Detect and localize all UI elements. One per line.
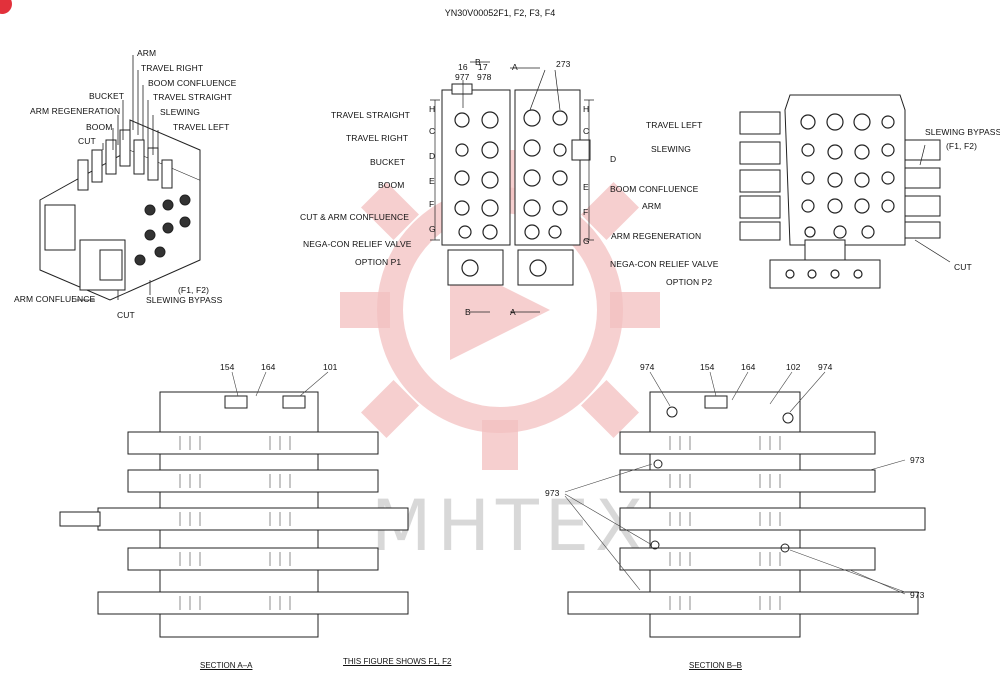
front-right-label: TRAVEL LEFT (646, 120, 703, 130)
callout-17: 17 (478, 62, 488, 72)
label-boom: BOOM (86, 122, 113, 132)
callout-974-right: 974 (818, 362, 833, 372)
section-mark-a-top: A (512, 62, 518, 72)
label-travel-straight: TRAVEL STRAIGHT (153, 92, 232, 102)
label-arm: ARM (137, 48, 157, 58)
label-cut: CUT (78, 136, 96, 146)
side-label-variant: (F1, F2) (946, 141, 978, 151)
label-variant-f1f2: (F1, F2) (178, 285, 210, 295)
front-right-label: SLEWING (651, 144, 691, 154)
front-left-label: TRAVEL STRAIGHT (331, 110, 410, 120)
front-left-label: NEGA-CON RELIEF VALVE (303, 239, 412, 249)
front-right-label: ARM REGENERATION (611, 231, 702, 241)
section-mark-a-bottom: A (510, 307, 516, 317)
section-mark-b-top: B (475, 57, 481, 67)
section-a-caption: SECTION A–A (200, 661, 253, 670)
callout-977: 977 (455, 72, 470, 82)
front-left-label: OPTION P1 (355, 257, 402, 267)
front-right-label: BOOM CONFLUENCE (610, 184, 699, 194)
callout-154-a: 154 (220, 362, 235, 372)
callout-978: 978 (477, 72, 492, 82)
front-left-label: BOOM (378, 180, 405, 190)
side-label-cut: CUT (954, 262, 972, 272)
label-cut-bottom: CUT (117, 310, 135, 320)
label-arm-regeneration: ARM REGENERATION (30, 106, 121, 116)
figure-note: THIS FIGURE SHOWS F1, F2 (343, 657, 452, 666)
section-mark-b-bottom: B (465, 307, 471, 317)
label-travel-right: TRAVEL RIGHT (141, 63, 204, 73)
front-left-label: TRAVEL RIGHT (346, 133, 409, 143)
dim-letter-left: G (429, 224, 436, 234)
callout-974-left: 974 (640, 362, 655, 372)
callout-16: 16 (458, 62, 468, 72)
callout-273: 273 (556, 59, 571, 69)
watermark-text: MHTEX (371, 485, 649, 567)
corner-badge-icon (0, 0, 12, 14)
front-right-label: OPTION P2 (666, 277, 713, 287)
front-left-label: CUT & ARM CONFLUENCE (300, 212, 410, 222)
label-arm-confluence: ARM CONFLUENCE (14, 294, 96, 304)
callout-164-b: 164 (741, 362, 756, 372)
callout-973-upper: 973 (910, 455, 925, 465)
dim-letter-right: F (583, 207, 589, 217)
dim-letter-left: F (429, 199, 435, 209)
front-left-label: BUCKET (370, 157, 406, 167)
label-bucket: BUCKET (89, 91, 125, 101)
callout-164-a: 164 (261, 362, 276, 372)
callout-973-lower: 973 (910, 590, 925, 600)
watermark-gear-logo (340, 150, 660, 470)
dim-letter-right: C (583, 126, 590, 136)
dim-letter-left: C (429, 126, 436, 136)
label-slewing-bypass: SLEWING BYPASS (146, 295, 223, 305)
dim-letter-right: G (583, 236, 590, 246)
label-boom-confluence: BOOM CONFLUENCE (148, 78, 237, 88)
callout-101: 101 (323, 362, 338, 372)
drawing-number: YN30V00052F1, F2, F3, F4 (444, 8, 556, 18)
front-right-label: NEGA-CON RELIEF VALVE (610, 259, 719, 269)
dim-letter-right: D (610, 154, 617, 164)
callout-973-left: 973 (545, 488, 560, 498)
dim-letter-right: H (583, 104, 590, 114)
dim-letter-left: D (429, 151, 436, 161)
dim-letter-left: H (429, 104, 436, 114)
section-b-caption: SECTION B–B (689, 661, 742, 670)
callout-154-b: 154 (700, 362, 715, 372)
front-right-label: ARM (642, 201, 662, 211)
side-label-slewing-bypass: SLEWING BYPASS (925, 127, 1000, 137)
dim-letter-left: E (429, 176, 435, 186)
dim-letter-right: E (583, 182, 589, 192)
label-travel-left: TRAVEL LEFT (173, 122, 230, 132)
callout-102: 102 (786, 362, 801, 372)
label-slewing: SLEWING (160, 107, 200, 117)
